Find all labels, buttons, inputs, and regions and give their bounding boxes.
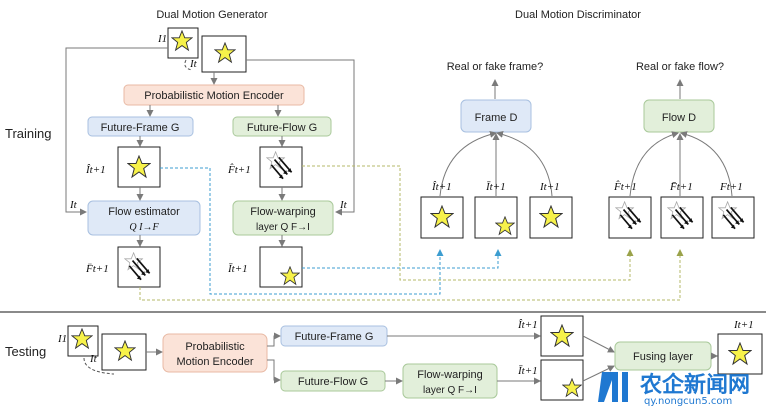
svg-text:Future-Frame G: Future-Frame G [101, 122, 180, 134]
pme-label-train: Probabilistic Motion Encoder [144, 90, 284, 102]
svg-text:Flow-warping: Flow-warping [417, 369, 482, 381]
svg-text:Fusing layer: Fusing layer [633, 351, 693, 363]
label-It-hat: Ît+1 [85, 164, 106, 176]
label-Ft-dd: F̈t+1 [85, 263, 109, 275]
svg-text:I1: I1 [57, 333, 67, 345]
svg-text:Future-Flow G: Future-Flow G [298, 376, 368, 388]
warped-frame-box [259, 246, 303, 288]
label-It-bar: Īt+1 [227, 263, 248, 275]
svg-text:F̂t+1: F̂t+1 [613, 180, 637, 193]
svg-text:Future-Frame G: Future-Frame G [295, 331, 374, 343]
dash-blue-1 [160, 167, 444, 295]
pme-box-train [123, 84, 305, 106]
training-label: Training [5, 126, 51, 141]
svg-text:Ît+1: Ît+1 [431, 181, 452, 193]
dash-olive-1 [302, 165, 634, 281]
svg-text:Q I→F: Q I→F [129, 222, 159, 233]
flow-output-label: Real or fake flow? [636, 61, 724, 73]
svg-text:Flow D: Flow D [662, 112, 696, 124]
pme-box-test [162, 333, 268, 373]
label-It-right: It [339, 199, 348, 211]
training-input-frames [167, 27, 247, 73]
svg-text:Flow-warping: Flow-warping [250, 206, 315, 218]
watermark-logo-icon [598, 372, 628, 402]
test-warped-frame [540, 359, 584, 401]
disc-frame-1 [420, 196, 464, 239]
dash-blue-2 [302, 249, 502, 269]
label-It-train: It [189, 58, 198, 70]
watermark-brand: 农企新闻网 [639, 372, 750, 398]
discriminator-title: Dual Motion Discriminator [515, 9, 641, 21]
svg-text:It+1: It+1 [539, 181, 560, 193]
frame-output-label: Real or fake frame? [447, 61, 544, 73]
flow-estimator-box [87, 200, 201, 236]
svg-text:Īt+1: Īt+1 [517, 365, 538, 377]
flow-warping-box [232, 200, 334, 236]
skip-line-right [246, 59, 355, 216]
svg-text:Future-Flow G: Future-Flow G [247, 122, 317, 134]
svg-text:Īt+1: Īt+1 [485, 181, 506, 193]
svg-text:F̄t+1: F̄t+1 [669, 181, 693, 193]
generator-title: Dual Motion Generator [156, 9, 268, 21]
svg-text:Motion Encoder: Motion Encoder [176, 356, 253, 368]
skip-line-left [65, 47, 168, 216]
frame-d-inputs [439, 130, 553, 197]
testing-label: Testing [5, 344, 46, 359]
dash-olive-2 [139, 249, 684, 301]
testing-input-frames [67, 325, 147, 375]
svg-text:It+1: It+1 [733, 319, 754, 331]
disc-frame-2 [474, 196, 518, 239]
label-Ft-hat: F̂t+1 [227, 163, 251, 176]
svg-text:layer Q F→I: layer Q F→I [423, 385, 477, 396]
svg-text:layer Q F→I: layer Q F→I [256, 222, 310, 233]
watermark-url: qy.nongcun5.com [644, 396, 732, 406]
svg-text:Probabilistic: Probabilistic [185, 341, 245, 353]
label-It-left: It [69, 199, 78, 211]
svg-text:Ft+1: Ft+1 [719, 181, 743, 193]
flow-d-inputs [629, 131, 733, 197]
svg-text:Frame D: Frame D [475, 112, 518, 124]
svg-text:It: It [89, 353, 98, 365]
flow-d-box [643, 99, 715, 133]
svg-text:Ît+1: Ît+1 [517, 319, 538, 331]
svg-text:Flow estimator: Flow estimator [108, 206, 180, 218]
label-I1-train: I1 [157, 33, 167, 45]
